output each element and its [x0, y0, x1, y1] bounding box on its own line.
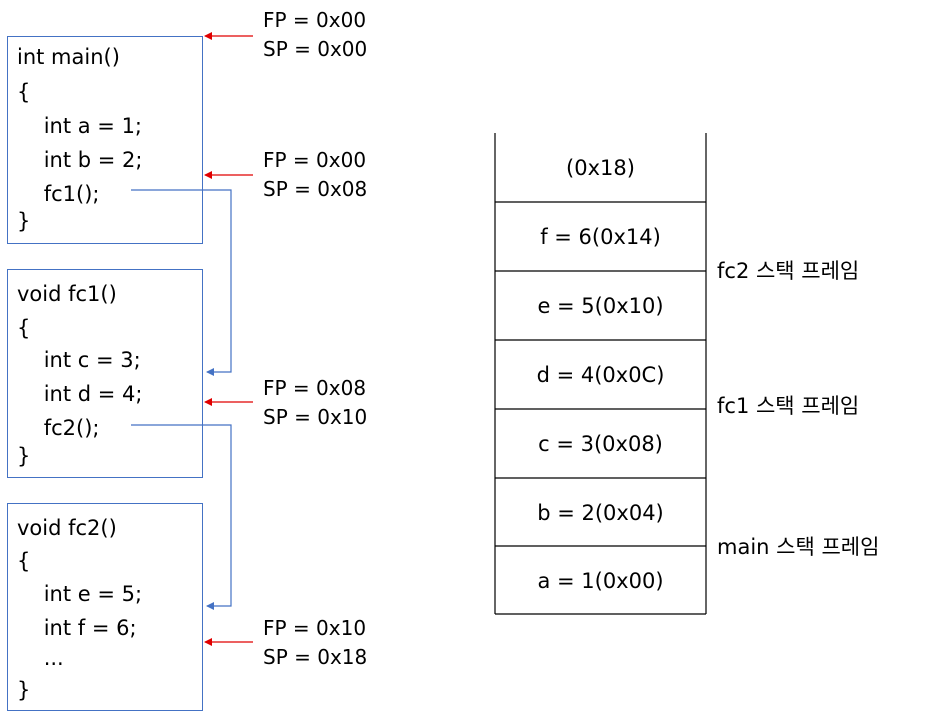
fp-label: FP = 0x10: [263, 616, 367, 640]
code-line: ...: [17, 646, 64, 670]
code-line: fc2();: [17, 416, 100, 440]
stack-cell: e = 5(0x10): [537, 293, 664, 318]
code-line: void fc2(): [17, 516, 117, 540]
fp-label: FP = 0x08: [263, 376, 367, 400]
stack-cell: f = 6(0x14): [540, 224, 661, 249]
code-line: {: [17, 316, 31, 340]
stack-cell: a = 1(0x00): [537, 568, 664, 593]
code-line: int f = 6;: [17, 616, 137, 640]
sp-label: SP = 0x18: [263, 645, 368, 669]
frame-label-main: main 스택 프레임: [717, 535, 880, 559]
code-line: int d = 4;: [17, 382, 143, 406]
sp-label: SP = 0x10: [263, 405, 368, 429]
code-line: {: [17, 549, 31, 573]
code-line: }: [17, 209, 31, 233]
code-line: int c = 3;: [17, 348, 141, 372]
fp-label: FP = 0x00: [263, 8, 367, 32]
stack-cell: c = 3(0x08): [538, 431, 663, 456]
code-line: void fc1(): [17, 282, 117, 306]
code-line: fc1();: [17, 182, 100, 206]
sp-label: SP = 0x00: [263, 37, 368, 61]
code-line: int a = 1;: [17, 114, 143, 138]
code-line: }: [17, 678, 31, 702]
frame-label-fc2: fc2 스택 프레임: [717, 259, 860, 283]
stack-cell: (0x18): [566, 155, 635, 180]
code-line: {: [17, 80, 31, 104]
frame-label-fc1: fc1 스택 프레임: [717, 394, 860, 418]
fp-label: FP = 0x00: [263, 148, 367, 172]
sp-label: SP = 0x08: [263, 177, 368, 201]
stack-cell: d = 4(0x0C): [536, 362, 665, 387]
code-line: }: [17, 444, 31, 468]
code-line: int e = 5;: [17, 582, 143, 606]
code-line: int b = 2;: [17, 148, 143, 172]
stack-cell: b = 2(0x04): [537, 500, 664, 525]
code-line: int main(): [17, 45, 120, 69]
